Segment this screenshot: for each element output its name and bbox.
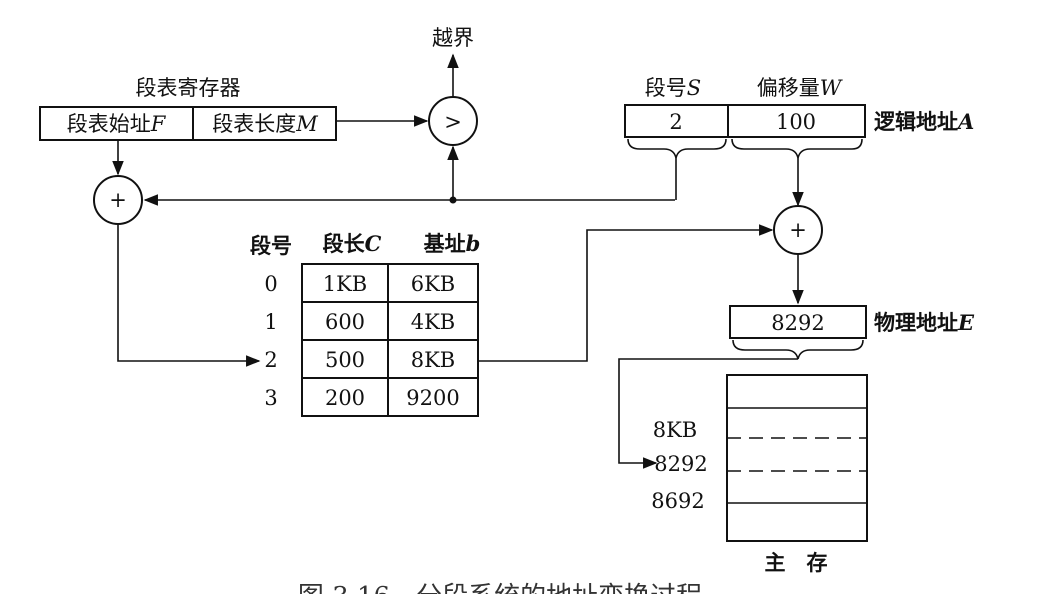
table-row-3-segment: 3 [264,386,277,410]
segment-number-value: 2 [669,110,682,134]
memory-address-8kb: 8KB [653,418,697,442]
register-start-address: 段表始址F [67,112,167,136]
offset-brace [731,138,863,159]
register-box [39,106,337,141]
adder-symbol-left: + [109,188,127,212]
register-title: 段表寄存器 [136,76,241,100]
memory-address-8692: 8692 [651,489,704,513]
physical-address-label: 物理地址E [874,310,975,335]
segment-number-header: 段号S [645,76,701,100]
arrow-physical-to-memory [618,358,798,469]
table-row-2-base: 8KB [411,348,455,372]
physical-brace [732,339,864,360]
figure-caption: 图 3.16 分段系统的地址变换过程 [298,582,702,594]
table-header-base: 基址b [424,231,481,256]
table-row-0-base: 6KB [411,272,455,296]
table-row-0-length: 1KB [323,272,367,296]
table-row-0-segment: 0 [264,272,277,296]
adder-symbol-right: + [789,218,807,242]
table-row-1-base: 4KB [411,310,455,334]
table-row-2-segment: 2 [264,348,277,372]
register-length: 段表长度M [212,112,318,136]
comparator-symbol: > [444,110,462,134]
offset-header: 偏移量W [757,76,844,100]
table-row-3-length: 200 [325,386,365,410]
table-row-3-base: 9200 [406,386,459,410]
segment-brace [627,138,727,159]
main-memory-label: 主 存 [765,550,828,575]
arrow-base-to-adder [478,224,774,362]
memory-address-8292: 8292 [654,452,707,476]
offset-value: 100 [776,110,816,134]
table-header-length: 段长C [323,231,382,256]
table-header-segment: 段号 [250,233,292,258]
logical-address-label: 逻辑地址A [874,109,974,134]
logical-address-box [624,104,866,138]
main-memory [726,374,868,542]
physical-address-value: 8292 [771,311,824,335]
table-row-2-length: 500 [325,348,365,372]
overflow-label: 越界 [432,26,474,50]
table-row-1-length: 600 [325,310,365,334]
arrow-adder-to-table-row [117,224,261,367]
table-row-1-segment: 1 [264,310,277,334]
physical-address-box [729,305,867,339]
